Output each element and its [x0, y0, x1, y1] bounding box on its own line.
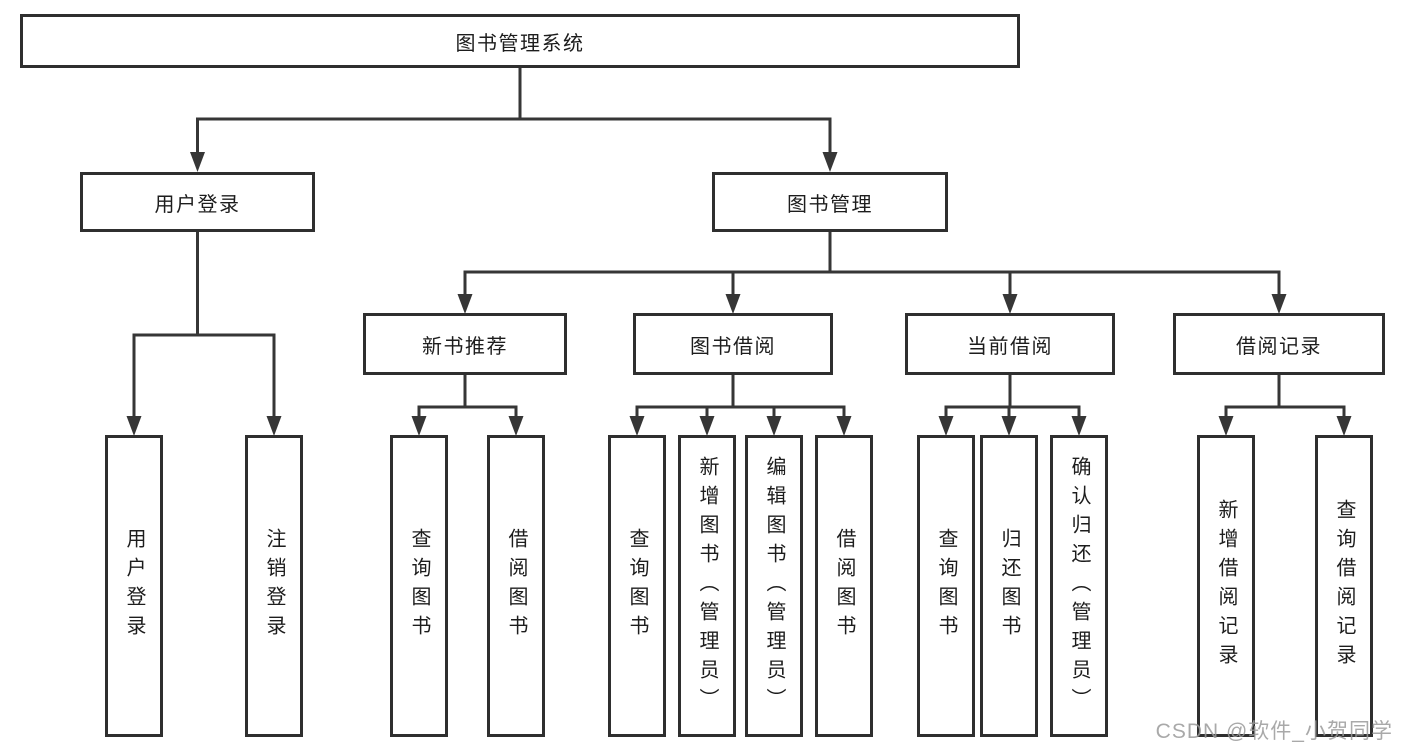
node-current-borrow: 当前借阅: [905, 313, 1115, 375]
leaf-current-query-books-label: 查询图书: [935, 528, 957, 644]
leaf-current-return-books-label: 归还图书: [998, 528, 1020, 644]
leaf-borrow-edit-books-admin: 编辑图书（管理员）: [745, 435, 803, 737]
leaf-borrow-add-books-admin-label: 新增图书（管理员）: [696, 455, 718, 717]
leaf-borrow-query-books: 查询图书: [608, 435, 666, 737]
leaf-new-books-borrow: 借阅图书: [487, 435, 545, 737]
leaf-logout: 注销登录: [245, 435, 303, 737]
leaf-borrow-borrow-books-label: 借阅图书: [833, 528, 855, 644]
leaf-records-query: 查询借阅记录: [1315, 435, 1373, 737]
node-library-system-label: 图书管理系统: [455, 32, 585, 55]
node-book-borrow: 图书借阅: [633, 313, 833, 375]
leaf-logout-label: 注销登录: [263, 528, 285, 644]
leaf-current-confirm-return-admin: 确认归还（管理员）: [1050, 435, 1108, 737]
leaf-current-query-books: 查询图书: [917, 435, 975, 737]
csdn-watermark: CSDN @软件_小贺同学: [1155, 720, 1393, 743]
node-library-system: 图书管理系统: [20, 14, 1020, 68]
leaf-new-books-query: 查询图书: [390, 435, 448, 737]
leaf-records-add: 新增借阅记录: [1197, 435, 1255, 737]
leaf-borrow-query-books-label: 查询图书: [626, 528, 648, 644]
leaf-new-books-query-label: 查询图书: [408, 528, 430, 644]
leaf-borrow-add-books-admin: 新增图书（管理员）: [678, 435, 736, 737]
leaf-new-books-borrow-label: 借阅图书: [505, 528, 527, 644]
leaf-records-add-label: 新增借阅记录: [1215, 499, 1237, 673]
node-user-login: 用户登录: [80, 172, 315, 232]
node-user-login-label: 用户登录: [154, 193, 241, 216]
leaf-user-login: 用户登录: [105, 435, 163, 737]
node-book-management: 图书管理: [712, 172, 948, 232]
node-borrow-records-label: 借阅记录: [1236, 335, 1322, 358]
leaf-records-query-label: 查询借阅记录: [1333, 499, 1355, 673]
arrowheads: [126, 152, 1352, 436]
leaf-current-return-books: 归还图书: [980, 435, 1038, 737]
node-new-book-recommend: 新书推荐: [363, 313, 567, 375]
leaf-current-confirm-return-admin-label: 确认归还（管理员）: [1068, 455, 1090, 717]
node-book-borrow-label: 图书借阅: [690, 335, 776, 358]
node-current-borrow-label: 当前借阅: [967, 335, 1053, 358]
leaf-user-login-label: 用户登录: [123, 528, 145, 644]
leaf-borrow-edit-books-admin-label: 编辑图书（管理员）: [763, 455, 785, 717]
node-borrow-records: 借阅记录: [1173, 313, 1385, 375]
node-book-management-label: 图书管理: [787, 193, 873, 216]
node-new-book-recommend-label: 新书推荐: [422, 335, 508, 358]
leaf-borrow-borrow-books: 借阅图书: [815, 435, 873, 737]
